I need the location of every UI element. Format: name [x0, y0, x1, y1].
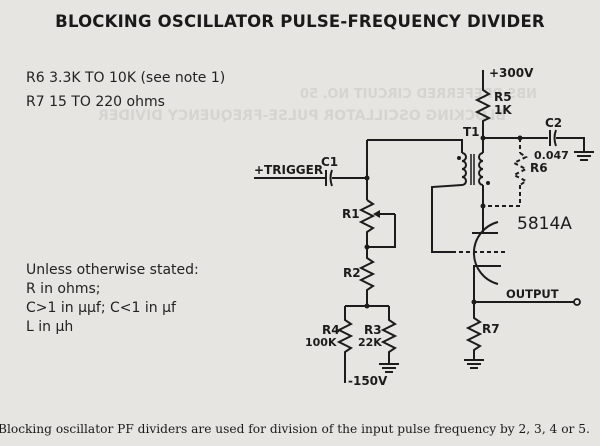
units-note: Unless otherwise stated: R in ohms; C>1 …: [26, 261, 199, 337]
r5-resistor: [474, 86, 492, 138]
r2-resistor: [358, 247, 376, 306]
ground-icon: [464, 359, 484, 369]
tube-5814a: [452, 206, 506, 302]
r2-label: R2: [343, 266, 361, 280]
r4-label: R4: [322, 323, 340, 337]
r6-label: R6: [530, 161, 548, 175]
supply-label: +300V: [489, 66, 534, 80]
tube-cathode: [473, 265, 501, 302]
t1-label: T1: [463, 125, 480, 139]
r5-value: 1K: [494, 103, 512, 117]
wire-c2-to-ground: [556, 137, 585, 152]
c1-label: C1: [321, 155, 338, 169]
caption: Blocking oscillator PF dividers are used…: [0, 422, 590, 436]
r7-label: R7: [482, 322, 500, 336]
r1-potentiometer: [358, 199, 376, 247]
wire-to-grid: [431, 184, 463, 253]
r7-resistor: [465, 302, 483, 360]
ground-icon: [574, 151, 594, 161]
units-note-line-2: R in ohms;: [26, 281, 101, 297]
t1-primary-winding: [461, 152, 467, 186]
r5-label: R5: [494, 90, 512, 104]
c2-capacitor: [549, 129, 557, 147]
wiper-arrow-icon: [373, 210, 380, 218]
units-note-line-4: L in μh: [26, 319, 74, 335]
page-title: BLOCKING OSCILLATOR PULSE-FREQUENCY DIVI…: [55, 12, 545, 31]
output-label: OUTPUT: [506, 287, 559, 301]
r1-label: R1: [342, 207, 360, 221]
r6-resistor-optional: [511, 152, 529, 186]
c2-value: 0.047: [534, 149, 569, 162]
c1-capacitor: [325, 169, 333, 187]
component-range-notes: R6 3.3K TO 10K (see note 1) R7 15 TO 220…: [26, 66, 225, 114]
polarity-dot: [486, 181, 490, 185]
output-terminal[interactable]: [573, 298, 581, 306]
tube-label: 5814A: [517, 214, 572, 234]
units-note-line-3: C>1 in μμf; C<1 in μf: [26, 300, 176, 316]
units-note-line-1: Unless otherwise stated:: [26, 262, 199, 278]
r7-range-note: R7 15 TO 220 ohms: [26, 94, 165, 110]
r3-label: R3: [364, 323, 382, 337]
r4-value: 100K: [305, 336, 337, 349]
r6-range-note: R6 3.3K TO 10K (see note 1): [26, 70, 226, 86]
r3-resistor: [380, 306, 398, 364]
r4-resistor: [336, 306, 354, 383]
trigger-label: +TRIGGER: [254, 163, 323, 177]
neg-supply-label: -150V: [348, 374, 388, 388]
c2-label: C2: [545, 116, 562, 130]
polarity-dot: [457, 156, 461, 160]
r3-value: 22K: [358, 336, 382, 349]
ground-icon: [379, 363, 399, 373]
t1-secondary-winding: [478, 152, 484, 186]
